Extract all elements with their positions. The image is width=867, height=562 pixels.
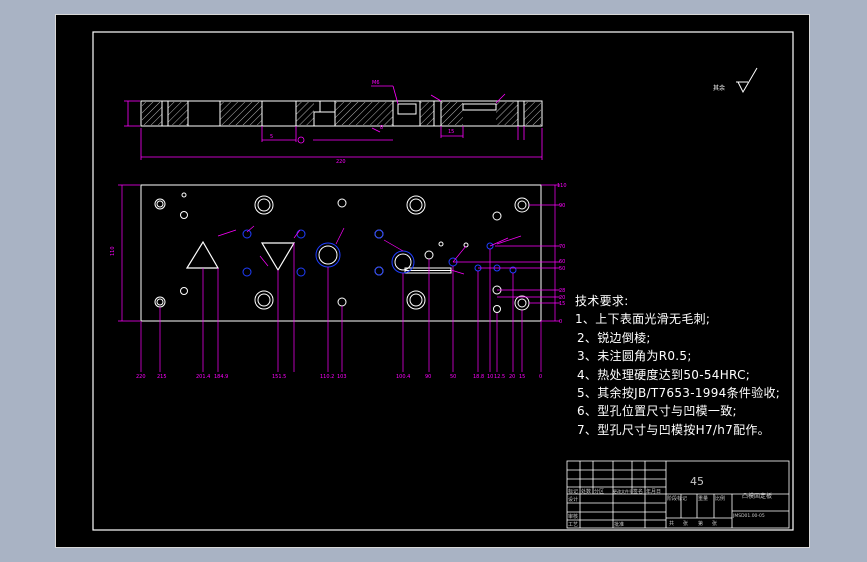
tech-item-3: 3、未注圆角为R0.5;	[577, 349, 692, 364]
plan-dim-bottom-11: 18.8	[473, 374, 484, 380]
tb-drawing-no: JMSD01.00-05	[732, 513, 765, 519]
technical-requirements: 技术要求: 1、上下表面光滑无毛刺; 2、锐边倒棱; 3、未注圆角为R0.5; …	[575, 292, 780, 439]
plan-dim-bottom-13: 12.5	[494, 374, 505, 380]
tb-sheet-label-4: 张	[712, 520, 717, 527]
plan-dim-bottom-4: 184.9	[214, 374, 228, 380]
plan-dim-bottom-5: 151.5	[272, 374, 286, 380]
roughness-check-symbol: 其余	[713, 67, 758, 94]
tb-sheet-label-1: 共	[669, 520, 674, 527]
section-dim-mark-1: 5	[270, 134, 273, 140]
tb-stage-label-3: 比例	[715, 495, 725, 502]
triangle-hole-right	[260, 242, 296, 272]
tb-stage-label-1: 阶段标记	[667, 495, 687, 502]
tb-row-label-3: 分区	[594, 488, 604, 495]
plan-dim-bottom-6: 110.2	[320, 374, 334, 380]
plan-view: 220 215 201.4 184.9 151.5 110.2 103 100.…	[110, 183, 567, 380]
plan-dim-right-9: 0	[559, 319, 562, 325]
plan-dim-right-8: 15	[559, 301, 565, 307]
tb-row-label-4: 更改文件号	[613, 488, 633, 494]
section-dim-mark-3: M6	[372, 80, 380, 86]
tech-item-1: 1、上下表面光滑无毛刺;	[575, 312, 711, 327]
plan-dim-bottom-12: 10	[487, 374, 493, 380]
tb-stage-label-2: 重量	[698, 495, 708, 502]
plan-dim-right-2: 90	[559, 203, 565, 209]
plan-dim-right-6: 28	[559, 288, 565, 294]
section-dim-mark-2: 15	[448, 129, 454, 135]
tb-material: 45	[690, 475, 704, 488]
plan-dim-right-5: 50	[559, 266, 565, 272]
plan-dim-bottom-2: 215	[157, 374, 167, 380]
tb-left-label-2: 审核	[568, 513, 578, 520]
tb-row-label-5: 签名	[633, 488, 643, 495]
tech-item-4: 4、热处理硬度达到50-54HRC;	[577, 367, 751, 382]
plan-dim-bottom-14: 20	[509, 374, 515, 380]
tb-row-label-2: 处数	[581, 488, 591, 495]
plan-dim-bottom-8: 100.4	[396, 374, 410, 380]
tech-item-6: 6、型孔位置尺寸与凹模一致;	[577, 404, 737, 419]
plan-dim-bottom-15: 15	[519, 374, 525, 380]
plan-dim-bottom-9: 90	[425, 374, 431, 380]
triangle-hole-left	[185, 240, 220, 269]
tech-item-7: 7、型孔尺寸与凹模按H7/h7配作。	[577, 422, 770, 437]
plan-dim-right-4: 60	[559, 259, 565, 265]
plan-dim-right-1: 110	[557, 183, 567, 189]
tb-row-label-6: 年月日	[646, 488, 661, 495]
plan-dim-bottom-1: 220	[136, 374, 146, 380]
tech-item-2: 2、锐边倒棱;	[577, 330, 651, 345]
title-block	[566, 460, 790, 529]
plan-dim-bottom-10: 50	[450, 374, 456, 380]
section-overall-dim: 220	[336, 159, 346, 165]
tb-sheet-label-3: 第	[698, 520, 703, 527]
drawing-frame	[92, 31, 794, 531]
tech-item-5: 5、其余按JB/T7653-1994条件验收;	[577, 385, 781, 400]
plan-dim-left: 110	[110, 246, 116, 256]
tb-sheet-label-2: 张	[683, 520, 688, 527]
tb-left-label-4: 批准	[614, 521, 624, 528]
plan-dim-bottom-7: 103	[337, 374, 347, 380]
tech-title: 技术要求:	[575, 294, 629, 308]
tb-left-label-1: 设计	[568, 496, 578, 503]
section-dim-mark-4: 8	[380, 125, 383, 131]
roughness-label: 其余	[713, 84, 725, 92]
section-view: 220 5 15 M6 8	[124, 80, 543, 165]
tb-left-label-3: 工艺	[568, 522, 578, 528]
plan-dim-right-3: 70	[559, 244, 565, 250]
tb-row-label-1: 标记	[568, 488, 578, 495]
plan-dim-right-7: 20	[559, 295, 565, 301]
plan-dim-bottom-3: 201.4	[196, 374, 210, 380]
tb-part-name: 凸模固定板	[742, 492, 772, 500]
plan-dim-bottom-16: 0	[539, 374, 542, 380]
